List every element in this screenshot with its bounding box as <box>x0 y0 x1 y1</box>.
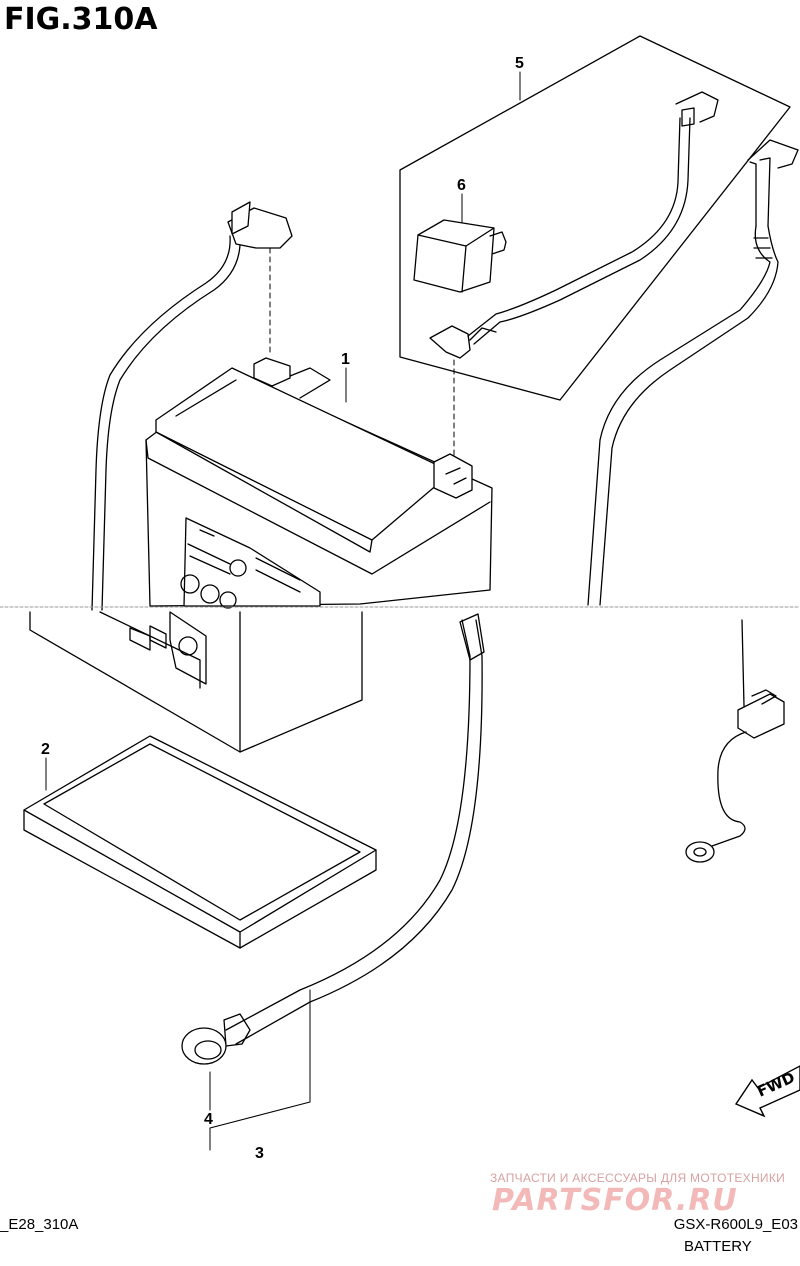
callout-6: 6 <box>457 177 466 194</box>
watermark-brand: PARTSFOR.RU <box>492 1183 738 1218</box>
callout-1: 1 <box>341 351 350 368</box>
battery-negative-cable <box>181 613 485 1065</box>
watermark-tagline: ЗАПЧАСТИ И АКСЕССУАРЫ ДЛЯ МОТОТЕХНИКИ <box>490 1171 786 1185</box>
callout-5: 5 <box>515 55 524 72</box>
sensor-lead <box>685 619 785 863</box>
leader-lines <box>45 71 521 1151</box>
figure-code-right: GSX-R600L9_E03 <box>673 1216 798 1233</box>
callout-2: 2 <box>41 741 50 758</box>
battery-left-cable <box>91 201 293 611</box>
fwd-arrow-icon: FWD <box>734 1065 800 1118</box>
callout-3: 3 <box>255 1145 264 1162</box>
negative-lead-cable <box>587 139 799 606</box>
battery-part <box>29 357 493 753</box>
figure-caption: BATTERY <box>684 1238 752 1255</box>
terminal-cover-part <box>413 219 507 293</box>
positive-lead-cable <box>429 91 719 359</box>
figure-title: FIG.310A <box>4 2 158 37</box>
cable-kit-panel <box>399 35 791 401</box>
figure-code-left: _E28_310A <box>0 1216 79 1233</box>
callout-4: 4 <box>204 1111 213 1128</box>
battery-tray-part <box>23 735 377 949</box>
